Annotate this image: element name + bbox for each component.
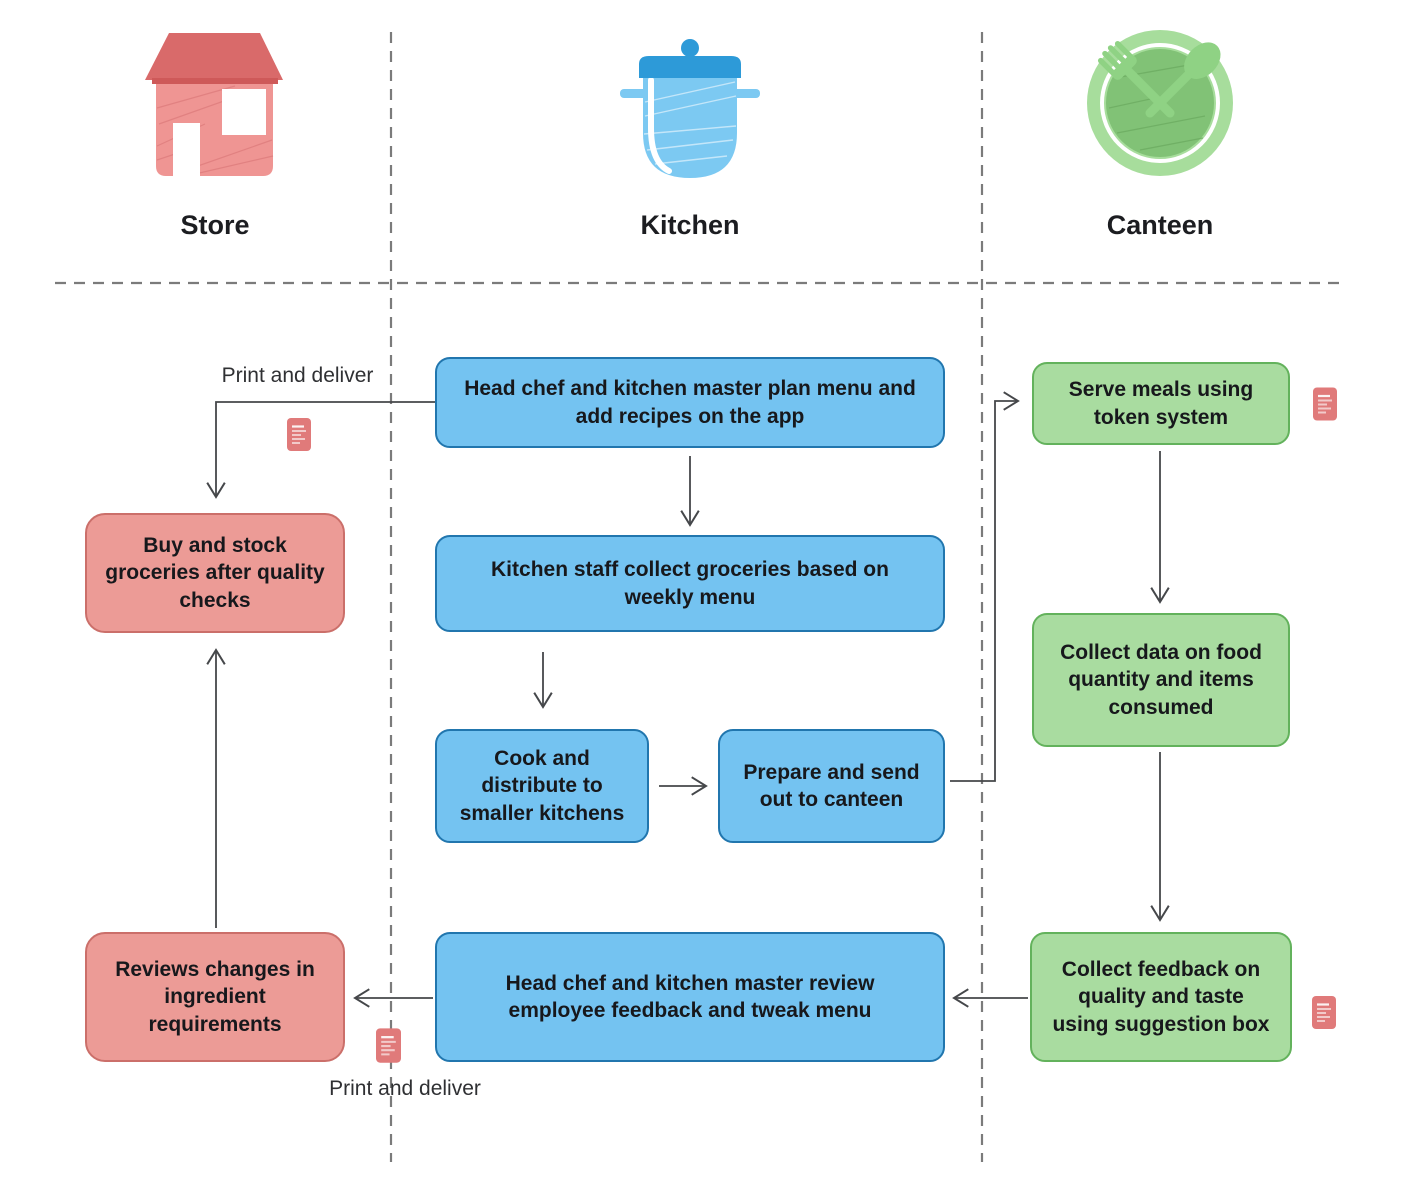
house-icon bbox=[145, 33, 283, 176]
flow-node-reviews-ingredient-changes: Reviews changes in ingredient requiremen… bbox=[85, 932, 345, 1062]
plate-icon bbox=[1087, 30, 1233, 176]
flow-node-collect-data: Collect data on food quantity and items … bbox=[1032, 613, 1290, 747]
lane-kitchen-label: Kitchen bbox=[640, 210, 740, 240]
print-deliver-label-top: Print and deliver bbox=[221, 364, 374, 387]
print-deliver-label-bottom: Print and deliver bbox=[329, 1077, 481, 1100]
flow-node-collect-feedback: Collect feedback on quality and taste us… bbox=[1030, 932, 1292, 1062]
lane-canteen-label: Canteen bbox=[1106, 210, 1214, 240]
connector-plan-to-buystock bbox=[206, 401, 435, 499]
flow-node-collect-groceries: Kitchen staff collect groceries based on… bbox=[435, 535, 945, 632]
document-icon bbox=[1312, 996, 1336, 1029]
document-icon bbox=[376, 1028, 401, 1063]
connector-prepare-to-serve-meals bbox=[950, 391, 1020, 782]
pot-icon bbox=[620, 39, 760, 178]
flow-node-cook-distribute: Cook and distribute to smaller kitchens bbox=[435, 729, 649, 843]
lane-store-label: Store bbox=[180, 210, 250, 240]
document-icon bbox=[1313, 387, 1337, 421]
flow-node-serve-meals: Serve meals using token system bbox=[1032, 362, 1290, 445]
flow-node-buy-stock-groceries: Buy and stock groceries after quality ch… bbox=[85, 513, 345, 633]
flow-node-prepare-send: Prepare and send out to canteen bbox=[718, 729, 945, 843]
document-icon bbox=[287, 418, 311, 451]
flow-node-plan-menu: Head chef and kitchen master plan menu a… bbox=[435, 357, 945, 448]
flow-node-review-feedback: Head chef and kitchen master review empl… bbox=[435, 932, 945, 1062]
